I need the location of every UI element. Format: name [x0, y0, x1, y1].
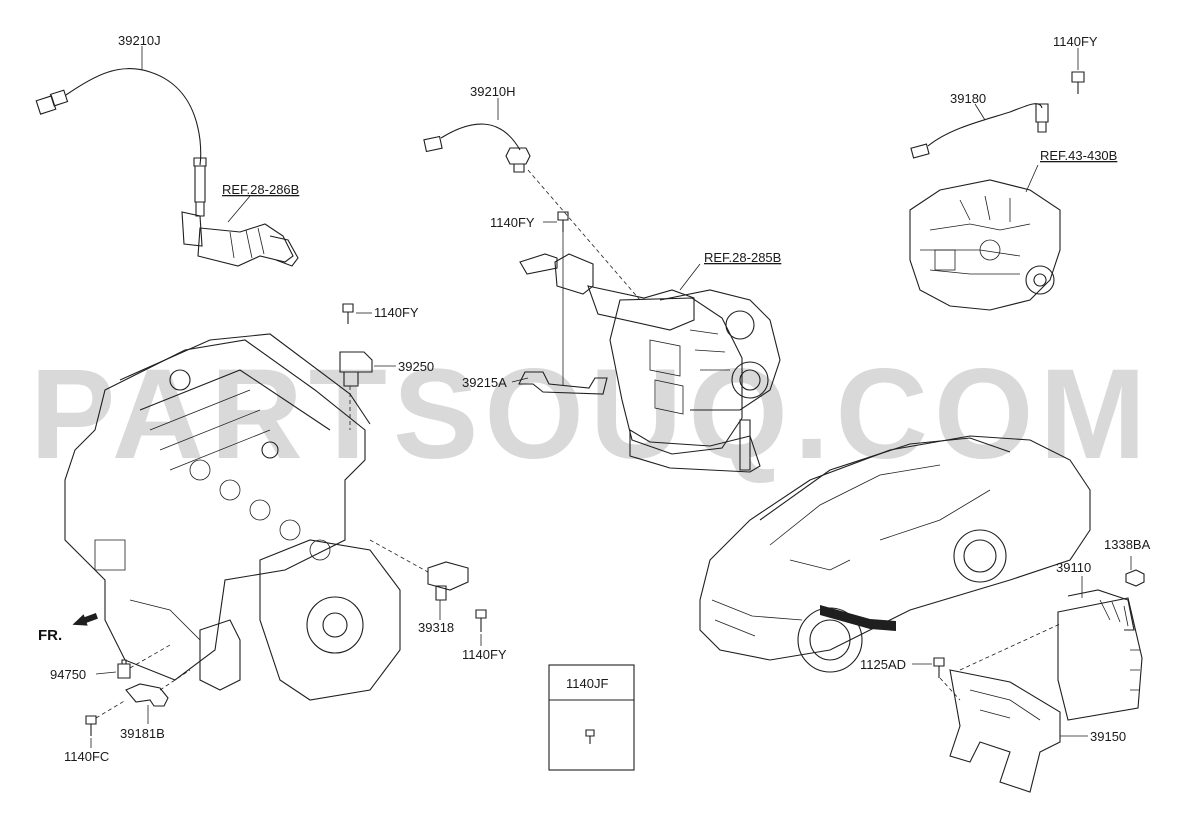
callout-1140fc[interactable]: 1140FC: [64, 749, 109, 764]
callout-39318[interactable]: 39318: [418, 620, 454, 635]
sensor-install-line: [527, 169, 641, 301]
bracket-39181b[interactable]: [125, 669, 191, 707]
legend-title: 1140JF: [566, 676, 608, 691]
ref-28-285b-link[interactable]: REF.28-285B: [704, 250, 781, 265]
callout-39110[interactable]: 39110: [1056, 560, 1091, 575]
callout-1140fy-engine-side[interactable]: 1140FY: [462, 647, 507, 662]
bolt-1140fy-engine-top[interactable]: [342, 303, 354, 324]
bolt-1140fy-engine-side[interactable]: [475, 609, 487, 632]
ecu-bracket-39150[interactable]: [949, 669, 1061, 793]
camshaft-position-sensor-39250[interactable]: [339, 351, 373, 430]
callout-39250[interactable]: 39250: [398, 359, 434, 374]
catalytic-converter-ref: [181, 211, 299, 267]
callout-39215a[interactable]: 39215A: [462, 375, 507, 390]
crankshaft-position-sensor-39318[interactable]: [369, 539, 469, 601]
callout-1140fy-top-right[interactable]: 1140FY: [1053, 34, 1098, 49]
exhaust-manifold-ref: [519, 253, 781, 473]
leader-ref-28-286b: [227, 195, 251, 223]
bolt-1140fy-center[interactable]: [557, 211, 569, 232]
callout-39210h[interactable]: 39210H: [470, 84, 516, 99]
ref-43-430b-link[interactable]: REF.43-430B: [1040, 148, 1117, 163]
watermark: PARTSOUQ.COM: [30, 343, 1152, 486]
fastener-legend-box: 1140JF: [548, 664, 635, 771]
engine-block: [64, 333, 401, 701]
oxygen-sensor-39210j[interactable]: [35, 68, 207, 217]
clip-1140jf-icon: [585, 729, 595, 744]
callout-94750[interactable]: 94750: [50, 667, 86, 682]
callout-39150[interactable]: 39150: [1090, 729, 1126, 744]
bolt-1125ad[interactable]: [933, 657, 961, 701]
oxygen-sensor-39210h[interactable]: [423, 123, 531, 173]
nut-1338ba[interactable]: [1125, 569, 1145, 587]
callout-39210j[interactable]: 39210J: [118, 33, 161, 48]
sensor-39180[interactable]: [910, 103, 1049, 159]
front-direction-indicator: FR.: [38, 613, 98, 644]
front-direction-label: FR.: [38, 627, 62, 644]
oil-pressure-switch-94750[interactable]: [117, 644, 171, 679]
callout-39181b[interactable]: 39181B: [120, 726, 165, 741]
callout-1140fy-engine-top[interactable]: 1140FY: [374, 305, 419, 320]
transaxle-ref: [909, 179, 1061, 311]
bolt-1140fc[interactable]: [85, 699, 127, 736]
bolt-1140fy-top-right[interactable]: [1071, 71, 1085, 94]
ref-28-286b-link[interactable]: REF.28-286B: [222, 182, 299, 197]
engine-control-module-39110[interactable]: [1057, 589, 1143, 721]
vehicle-location-view: [699, 435, 1091, 673]
callout-1125ad[interactable]: 1125AD: [860, 657, 906, 672]
callout-1338ba[interactable]: 1338BA: [1104, 537, 1151, 552]
callout-1140fy-center[interactable]: 1140FY: [490, 215, 535, 230]
callout-39180[interactable]: 39180: [950, 91, 986, 106]
